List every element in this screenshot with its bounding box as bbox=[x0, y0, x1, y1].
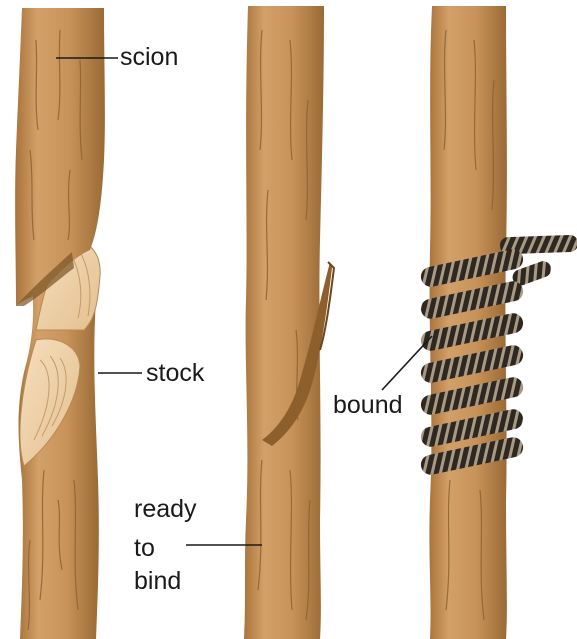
ready-label-line3: bind bbox=[134, 566, 181, 596]
bound-label: bound bbox=[333, 390, 403, 420]
stock-label: stock bbox=[146, 358, 204, 388]
bound-branch bbox=[419, 6, 577, 639]
ready-label-line1: ready bbox=[134, 494, 197, 524]
scion-stock-pair bbox=[15, 8, 105, 639]
ready-branch bbox=[244, 6, 334, 639]
ready-label-line2: to bbox=[134, 533, 155, 563]
scion-label: scion bbox=[120, 42, 178, 72]
bound-leader bbox=[382, 336, 432, 390]
